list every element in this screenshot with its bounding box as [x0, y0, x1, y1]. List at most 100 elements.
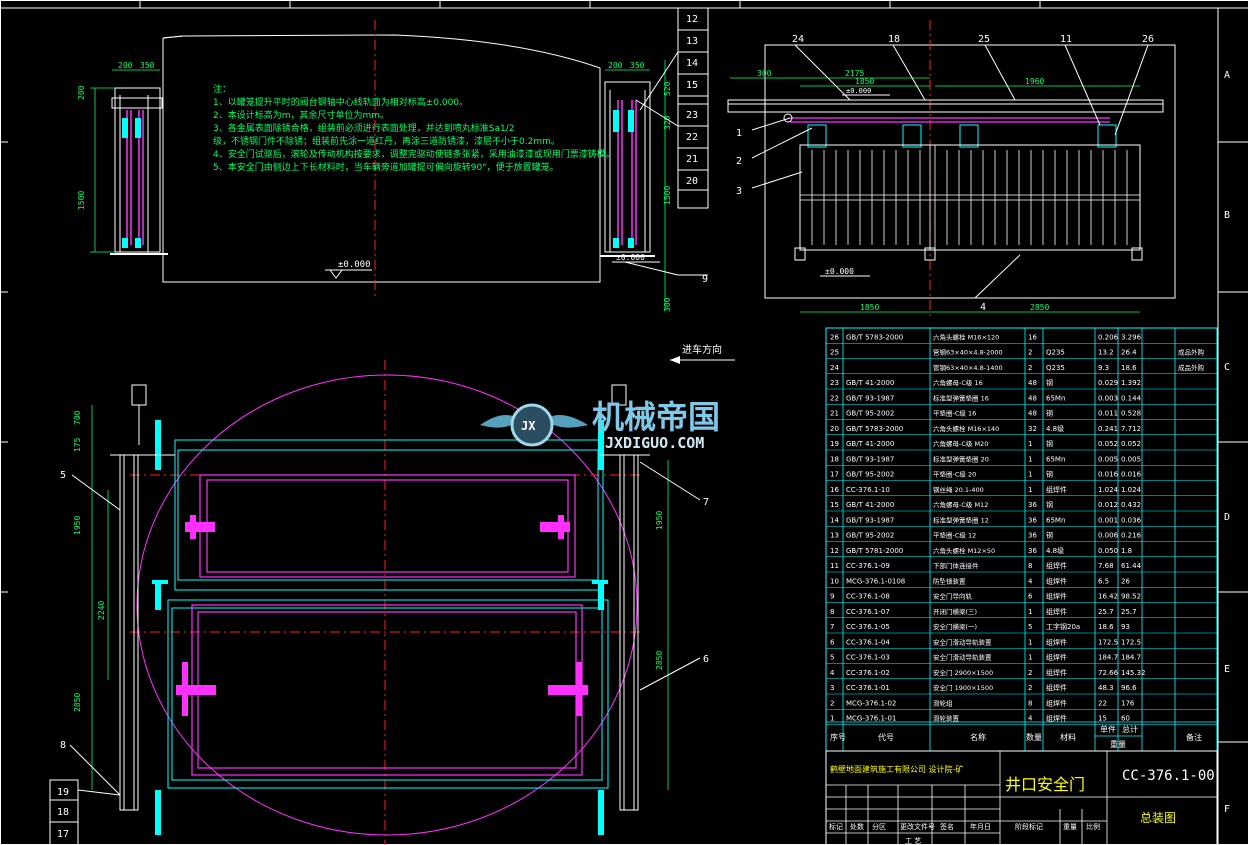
watermark-logo: JX 机械帝国 JXDIGUO.COM — [480, 398, 720, 452]
bom-cell: 平垫圈-C级 16 — [933, 409, 976, 418]
bom-cell: 8 — [1028, 699, 1032, 707]
dim-text: 175 — [73, 437, 82, 452]
bom-cell: 安全门横梁(一) — [933, 622, 977, 631]
bom-cell: 组焊件 — [1046, 607, 1067, 616]
callout-number: 17 — [57, 829, 69, 840]
dim-text: 350 — [630, 61, 645, 70]
zone-letter: B — [1224, 210, 1230, 221]
bom-cell: CC-376.1-08 — [846, 593, 890, 601]
bom-cell: 钢 — [1046, 500, 1053, 509]
elevation-text: ±0.000 — [338, 260, 371, 270]
bom-header-weight: 重量 — [1110, 739, 1126, 749]
bom-cell: CC-376.1-10 — [846, 486, 890, 494]
bom-cell: 0.528 — [1121, 410, 1141, 418]
callout-number: 6 — [703, 654, 709, 665]
bom-cell: 15 — [830, 501, 839, 509]
zone-letter: D — [1224, 512, 1230, 523]
bom-cell: 16.42 — [1098, 593, 1118, 601]
bom-cell: 安全门 2900×1500 — [933, 668, 993, 677]
bom-cell: 72.66 — [1098, 669, 1119, 677]
bom-cell: 组焊件 — [1046, 698, 1067, 707]
bom-cell: 钢 — [1046, 531, 1053, 540]
bom-cell: 0.016 — [1098, 471, 1119, 479]
bom-cell: 6 — [1028, 593, 1033, 601]
bom-cell: 1.024 — [1098, 486, 1119, 494]
bom-cell: 26 — [1121, 577, 1130, 585]
bom-cell: 下部门体连接件 — [933, 561, 979, 570]
bom-header-total: 总计 — [1122, 724, 1138, 734]
bom-cell: 成品外购 — [1178, 363, 1205, 372]
bom-cell: 钢丝绳 20.1-400 — [933, 485, 984, 494]
bom-cell: 5 — [830, 654, 834, 662]
bom-cell: 组焊件 — [1046, 561, 1067, 570]
bom-cell: GB/T 41-2000 — [846, 501, 894, 509]
bom-cell: 0.206 — [1098, 333, 1119, 341]
dim-text: 2850 — [655, 651, 664, 670]
bom-cell: 3.296 — [1121, 333, 1142, 341]
bom-cell: 9.3 — [1098, 364, 1109, 372]
tb-label: 签名 — [940, 822, 954, 831]
direction-label: 进车方向 — [682, 343, 722, 356]
bom-header-unit: 单件 — [1100, 724, 1116, 734]
dim-text: 200 — [608, 61, 623, 70]
bom-cell: 钢 — [1046, 409, 1053, 418]
bom-cell: Q235 — [1046, 364, 1065, 372]
elevation-marker-3: ±0.000 ±0.000 — [820, 87, 890, 277]
bom-cell: 六角螺母-C级 M20 — [933, 439, 988, 448]
bom-cell: 1 — [1028, 440, 1032, 448]
zone-letter: E — [1224, 664, 1230, 675]
bom-cell: GB/T 95-2002 — [846, 471, 894, 479]
callout-number: 22 — [686, 132, 698, 143]
bom-cell: 1 — [1028, 654, 1032, 662]
bom-cell: 98.52 — [1121, 593, 1141, 601]
bom-cell: 4.8级 — [1046, 424, 1064, 433]
bom-cell: 0.011 — [1098, 410, 1118, 418]
bom-cell: 安全门滑动导轨装置 — [933, 653, 992, 662]
bom-cell: 六角螺母-C级 16 — [933, 378, 983, 387]
bom-cell: 1 — [1028, 455, 1032, 463]
bom-cell: 8 — [830, 608, 834, 616]
direction-indicator: 进车方向 — [670, 343, 735, 364]
bom-cell: MCG-376.1-02 — [846, 699, 896, 707]
bom-cell: 组焊件 — [1046, 714, 1067, 723]
bom-cell: 开闭门横梁(三) — [933, 607, 977, 616]
dim-text: 1500 — [663, 186, 672, 205]
bom-cell: 17 — [830, 471, 839, 479]
bom-cell: 18.6 — [1098, 623, 1114, 631]
callout-number: 21 — [686, 154, 698, 165]
callout-number: 25 — [978, 34, 990, 45]
bom-cell: 4.8级 — [1046, 546, 1064, 555]
bom-cell: CC-376.1-07 — [846, 608, 890, 616]
bom-cell: 1.392 — [1121, 379, 1141, 387]
bom-cell: 184.7 — [1098, 654, 1118, 662]
bom-cell: 1 — [1028, 486, 1032, 494]
left-elevation-view: 200 350 200 1500 320 1500 300 200 350 52… — [77, 7, 709, 312]
bom-cell: 2 — [830, 699, 834, 707]
bom-cell: 六角头螺栓 M16×120 — [933, 332, 999, 341]
bom-cell: 23 — [830, 379, 839, 387]
dim-text: 320 — [663, 115, 672, 130]
callout-number: 2 — [736, 156, 742, 167]
dim-text: 1950 — [655, 511, 664, 530]
bom-cell: 滑轮组 — [933, 698, 953, 707]
bom-cell: 标准型弹簧垫圈 16 — [933, 393, 989, 402]
drawing-name: 井口安全门 — [1005, 775, 1085, 794]
bom-cell: 176 — [1121, 699, 1135, 707]
bom-cell: GB/T 5781-2000 — [846, 547, 903, 555]
bom-cell: 13 — [830, 532, 839, 540]
bom-cell: 2 — [1028, 349, 1032, 357]
watermark-cn: 机械帝国 — [592, 398, 720, 436]
bom-cell: 组焊件 — [1046, 637, 1067, 646]
bom-cell: 25.7 — [1121, 608, 1137, 616]
bom-cell: 5 — [1028, 623, 1032, 631]
elevation-marker: ±0.000 — [325, 260, 372, 279]
bom-cell: GB/T 41-2000 — [846, 440, 894, 448]
dim-text: 1960 — [1025, 77, 1044, 86]
bom-cell: 36 — [1028, 516, 1037, 524]
callout-number: 19 — [57, 787, 69, 798]
bom-cell: 22 — [830, 394, 839, 402]
tb-label: 标记 — [829, 822, 843, 831]
bom-cell: 11 — [830, 562, 839, 570]
